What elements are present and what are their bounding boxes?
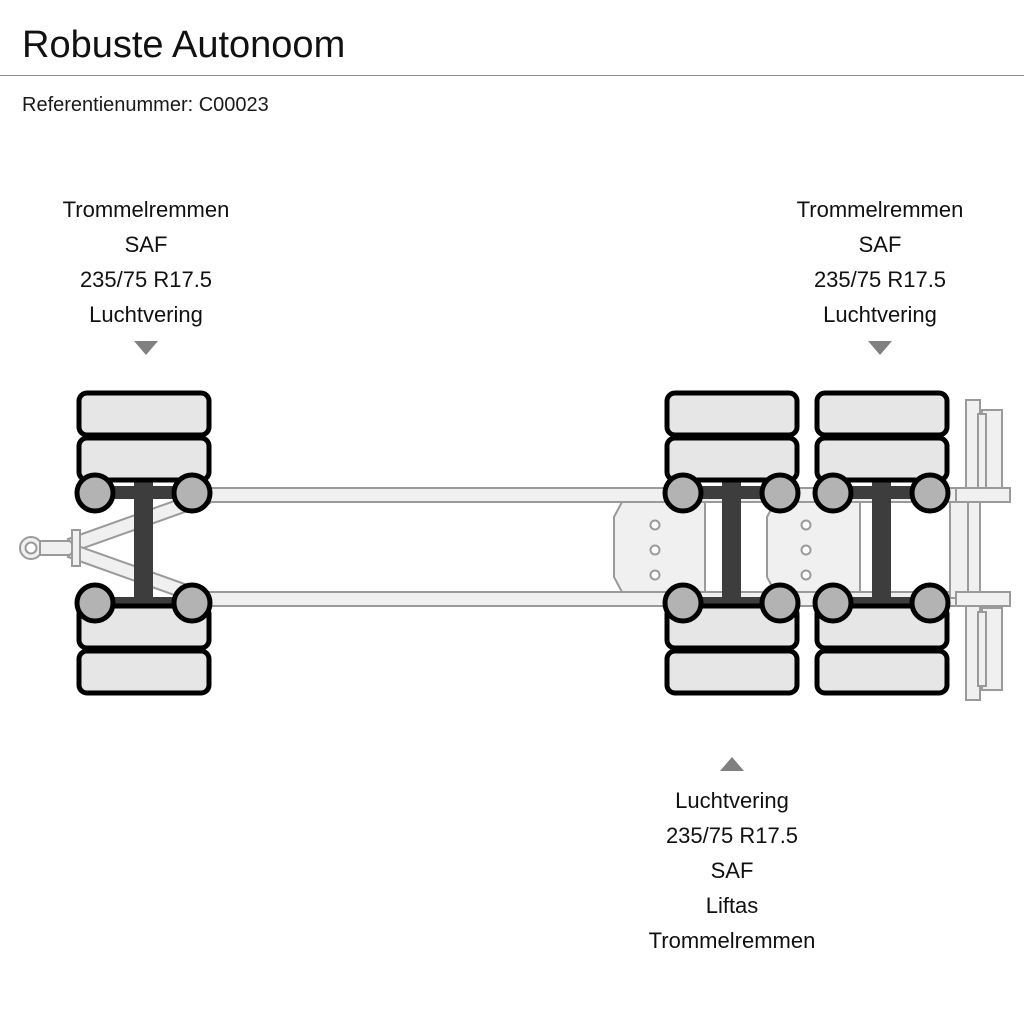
bogie-plate-right <box>766 501 861 593</box>
front-axle-vertical-beam <box>134 475 153 610</box>
rear-axle-1-hub-bar-top <box>683 486 783 499</box>
annotation-left: Trommelremmen SAF 235/75 R17.5 Luchtveri… <box>18 192 274 355</box>
tire <box>664 435 800 483</box>
bolt-hole <box>649 544 661 556</box>
rear-side-plate <box>949 501 969 599</box>
wheel-hub <box>759 472 801 514</box>
annotation-right-line-4: Luchtvering <box>823 302 937 327</box>
annotation-bottom-line-3: SAF <box>710 858 754 883</box>
bolt-hole <box>800 544 812 556</box>
tire <box>76 603 212 651</box>
annotation-bottom-line-2: 235/75 R17.5 <box>665 823 799 848</box>
wheel-hub <box>909 472 951 514</box>
bolt-hole <box>800 519 812 531</box>
wheel-hub <box>812 582 854 624</box>
tire <box>814 648 950 696</box>
annotation-right: Trommelremmen SAF 235/75 R17.5 Luchtveri… <box>752 192 1008 355</box>
rear-axle-1-vertical-beam <box>722 475 741 610</box>
wheel-hub <box>662 582 704 624</box>
wheel-hub <box>74 472 116 514</box>
reference-number: Referentienummer: C00023 <box>22 94 269 116</box>
annotation-left-line-4: Luchtvering <box>89 302 203 327</box>
drawbar-ring-eye <box>19 536 43 560</box>
wheel-hub <box>812 472 854 514</box>
front-axle-hub-bar-top <box>95 486 195 499</box>
title-divider <box>0 75 1024 76</box>
annotation-right-line-3: 235/75 R17.5 <box>813 267 947 292</box>
bolt-hole <box>649 569 661 581</box>
annotation-bottom-line-5: Trommelremmen <box>648 928 816 953</box>
wheel-hub <box>662 472 704 514</box>
rear-light-top <box>977 413 987 489</box>
bolt-hole <box>800 569 812 581</box>
tire <box>76 648 212 696</box>
tire <box>814 390 950 438</box>
annotation-left-line-3: 235/75 R17.5 <box>79 267 213 292</box>
rear-axle-2-hub-bar-top <box>833 486 933 499</box>
rear-axle-2-vertical-beam <box>872 475 891 610</box>
drawbar-apex <box>71 529 81 567</box>
drawbar-shaft <box>39 540 75 556</box>
wheel-hub <box>74 582 116 624</box>
tire <box>664 390 800 438</box>
triangle-down-icon <box>868 341 892 355</box>
wheel-hub <box>171 472 213 514</box>
annotation-left-line-2: SAF <box>124 232 168 257</box>
triangle-up-icon <box>720 757 744 771</box>
rear-rail-stub-top <box>955 487 1011 503</box>
annotation-bottom-line-4: Liftas <box>705 893 759 918</box>
wheel-hubs <box>74 472 951 624</box>
bolt-hole <box>649 519 661 531</box>
tire <box>814 603 950 651</box>
tire <box>76 435 212 483</box>
tire <box>814 435 950 483</box>
tire <box>76 390 212 438</box>
wheel-hub <box>171 582 213 624</box>
tire <box>664 648 800 696</box>
page-title: Robuste Autonoom <box>22 24 346 66</box>
wheel-hub <box>759 582 801 624</box>
wheel-hub <box>909 582 951 624</box>
rear-light-bottom <box>977 611 987 687</box>
annotation-right-line-2: SAF <box>858 232 902 257</box>
tires <box>76 390 950 696</box>
annotation-bottom-arrow-wrap <box>600 757 864 771</box>
triangle-down-icon <box>134 341 158 355</box>
tire <box>664 603 800 651</box>
annotation-bottom: Luchtvering 235/75 R17.5 SAF Liftas Trom… <box>600 783 864 958</box>
annotation-right-line-1: Trommelremmen <box>796 197 964 222</box>
annotation-bottom-line-1: Luchtvering <box>675 788 789 813</box>
annotation-left-line-1: Trommelremmen <box>62 197 230 222</box>
rear-rail-stub-bottom <box>955 591 1011 607</box>
trailer-diagram <box>0 380 1024 720</box>
bolt-hole-columns <box>649 519 812 581</box>
